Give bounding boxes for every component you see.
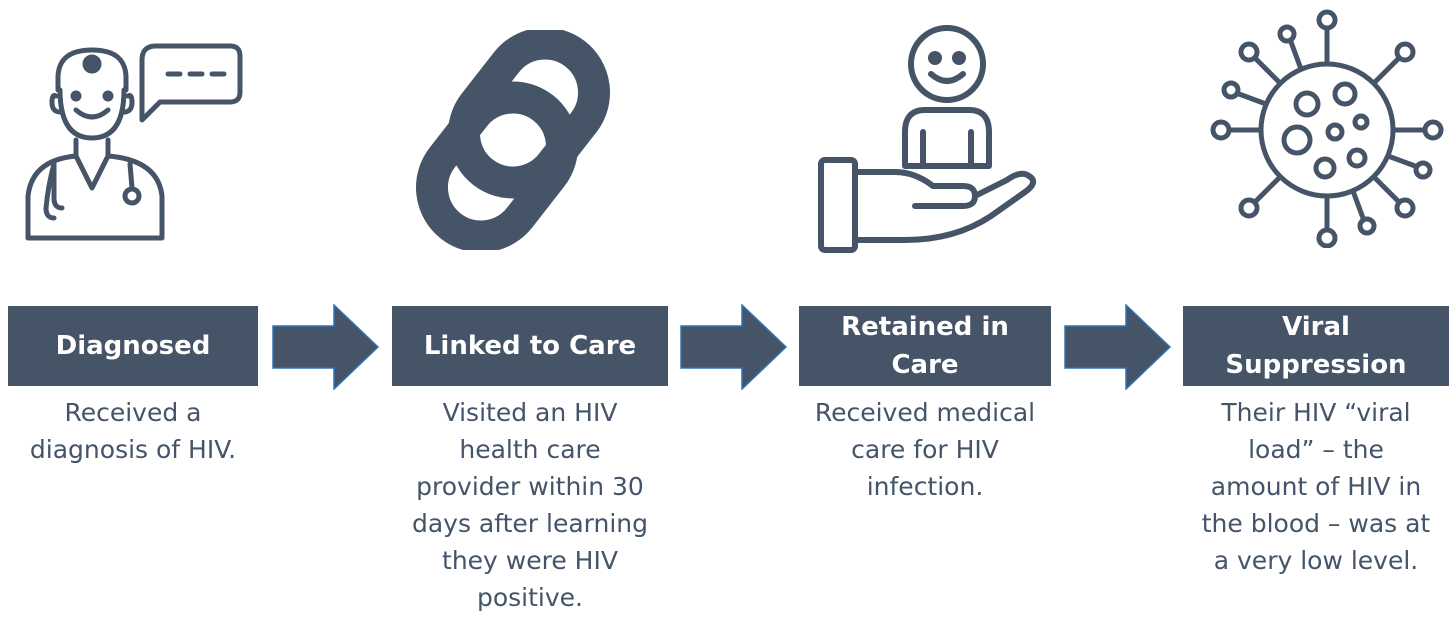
step-description-linked-to-care: Visited an HIV health care provider with… — [411, 398, 649, 612]
step-description-diagnosed: Received a diagnosis of HIV. — [29, 398, 237, 464]
step-description-viral-suppression: Their HIV “viral load” – the amount of H… — [1201, 398, 1431, 575]
step-box-viral-suppression: Viral Suppression — [1183, 306, 1449, 386]
step-description-retained-in-care: Received medical care for HIV infection. — [814, 398, 1036, 501]
step-box-linked-to-care: Linked to Care — [392, 306, 668, 386]
step-box-diagnosed: Diagnosed — [8, 306, 258, 386]
arrow-right-icon — [680, 304, 788, 390]
doctor-icon — [25, 43, 243, 241]
hand-person-icon — [818, 25, 1037, 253]
arrow-right-icon — [272, 304, 380, 390]
virus-icon — [1210, 9, 1444, 248]
step-box-retained-in-care: Retained in Care — [799, 306, 1051, 386]
arrow-right-icon — [1064, 304, 1172, 390]
chain-link-icon — [415, 30, 611, 250]
